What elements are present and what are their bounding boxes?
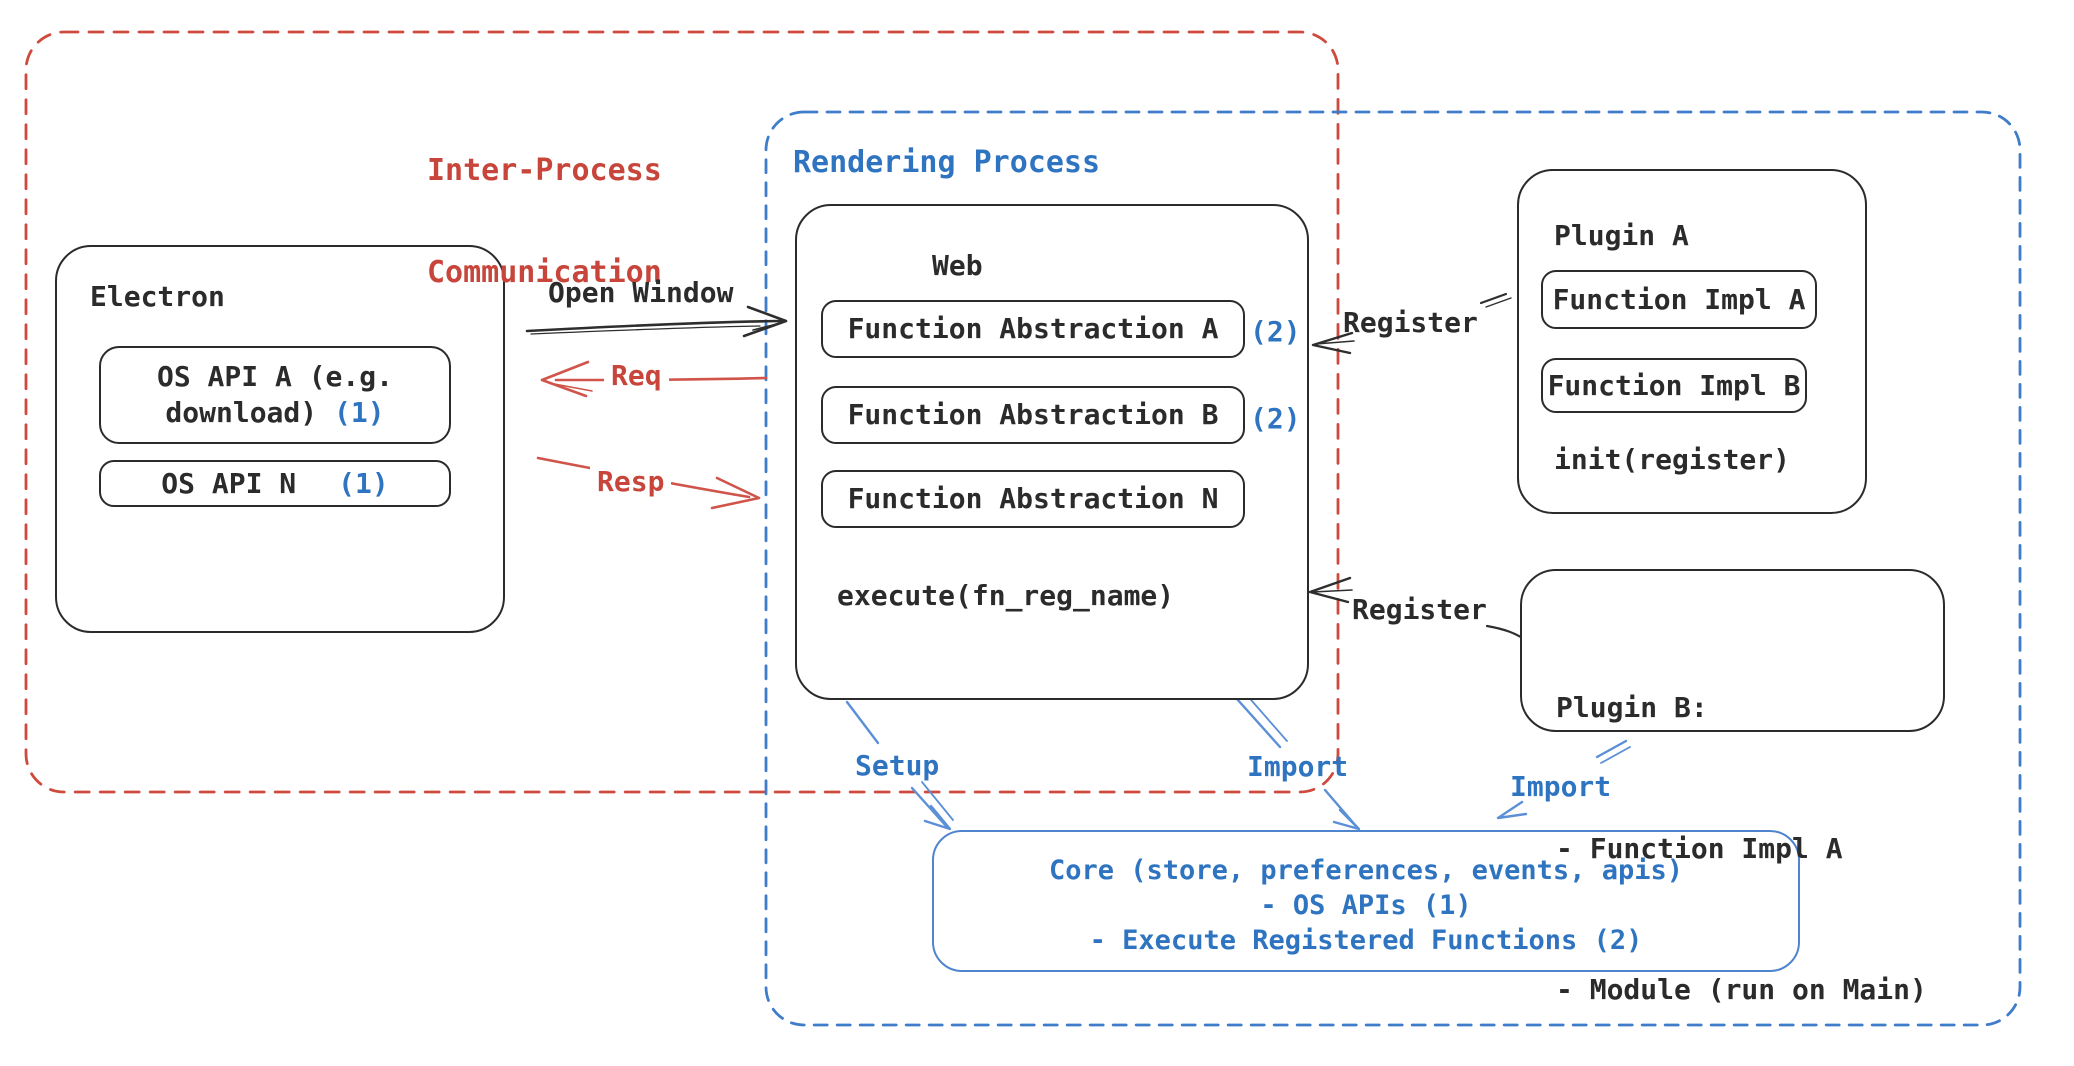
- web-title: Web: [932, 249, 983, 282]
- electron-title: Electron: [90, 280, 225, 313]
- register-bottom-label: Register: [1352, 593, 1487, 626]
- os-api-a-line1: OS API A (e.g.: [156, 360, 393, 393]
- plugin-b-text: Plugin B: - Function Impl A - Module (ru…: [1556, 590, 1927, 1066]
- ipc-region-label-line1: Inter-Process: [427, 153, 662, 188]
- rendering-region-label: Rendering Process: [793, 145, 1101, 180]
- function-abstraction-a-box: Function Abstraction A: [821, 300, 1245, 358]
- resp-label: Resp: [590, 464, 672, 500]
- ipc-region-label-line2: Communication: [427, 255, 662, 290]
- function-abstraction-a-badge: (2): [1250, 315, 1301, 348]
- os-api-a-badge: (1): [333, 396, 385, 429]
- os-api-n-box: OS API N (1): [99, 460, 451, 507]
- ipc-region-border: [24, 30, 1340, 794]
- open-window-label: Open Window: [548, 276, 734, 309]
- plugin-a-box: [1517, 169, 1867, 514]
- setup-arrow: [845, 700, 954, 831]
- web-box: [795, 204, 1309, 700]
- function-impl-a-box: Function Impl A: [1541, 270, 1817, 329]
- core-line3: - Execute Registered Functions (2): [1089, 925, 1643, 956]
- req-label: Req: [604, 358, 669, 394]
- os-api-a-box: OS API A (e.g. download) (1): [99, 346, 451, 444]
- import-right-arrow: [1496, 739, 1631, 820]
- register-top-arrow: [1311, 292, 1512, 355]
- function-abstraction-b-box: Function Abstraction B: [821, 386, 1245, 444]
- plugin-a-init-label: init(register): [1554, 443, 1791, 476]
- ipc-region-label: Inter-Process Communication: [427, 86, 662, 358]
- import-left-arrow: [1235, 692, 1361, 831]
- plugin-a-title: Plugin A: [1554, 219, 1689, 252]
- core-box: Core (store, preferences, events, apis) …: [932, 830, 1800, 972]
- plugin-b-line2: - Function Impl A: [1556, 832, 1843, 865]
- import-right-label: Import: [1510, 770, 1612, 803]
- os-api-n-badge: (1): [338, 466, 389, 500]
- plugin-b-line3: - Module (run on Main): [1556, 973, 1927, 1006]
- core-line2: - OS APIs (1): [1260, 890, 1472, 921]
- rendering-region-border: [764, 110, 2022, 1027]
- function-impl-b-box: Function Impl B: [1541, 358, 1807, 413]
- open-window-arrow: [525, 305, 788, 338]
- plugin-b-line1: Plugin B:: [1556, 691, 1708, 724]
- execute-label: execute(fn_reg_name): [837, 579, 1175, 612]
- plugin-b-box: [1520, 569, 1945, 732]
- function-abstraction-b-badge: (2): [1250, 402, 1301, 435]
- setup-label: Setup: [855, 749, 940, 782]
- function-abstraction-n-box: Function Abstraction N: [821, 470, 1245, 528]
- os-api-n-label: OS API N: [161, 466, 297, 500]
- core-line1: Core (store, preferences, events, apis): [1049, 855, 1683, 886]
- register-top-label: Register: [1343, 306, 1478, 339]
- os-api-a-line2: download) (1): [165, 396, 385, 429]
- import-left-label: Import: [1247, 750, 1349, 783]
